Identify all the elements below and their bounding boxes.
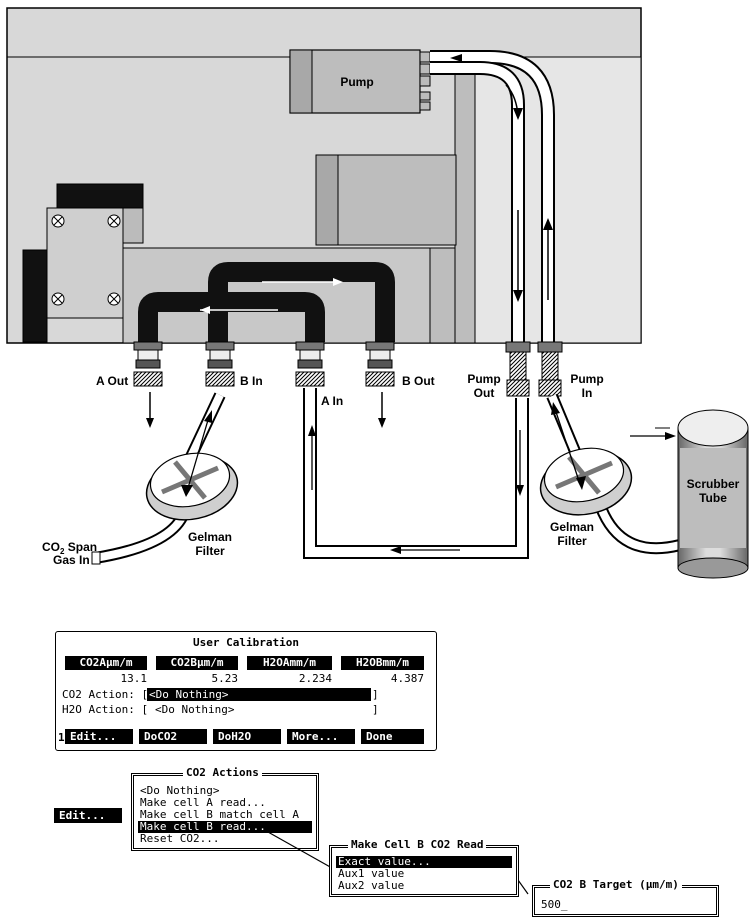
- electronics-block: [315, 154, 457, 246]
- co2-span-label-2: Gas In: [53, 553, 90, 567]
- target-input[interactable]: 500_: [541, 898, 568, 911]
- a-in-label: A In: [321, 394, 343, 408]
- gelman-right-label-2: Filter: [557, 534, 587, 548]
- doh2o-key[interactable]: DoH2O: [213, 729, 281, 744]
- internal-tubes: [138, 262, 395, 342]
- co2-action-select[interactable]: <Do Nothing>: [147, 688, 371, 701]
- pump-out-label: Pump: [467, 372, 500, 386]
- make-cell-b-title: Make Cell B CO2 Read: [348, 839, 487, 851]
- co2-actions-menu: <Do Nothing> Make cell A read... Make ce…: [131, 773, 319, 851]
- pump-in-label-2: In: [582, 386, 593, 400]
- co2-b-target-title: CO2 B Target (µm/m): [550, 879, 682, 891]
- co2-span-label: CO2 Span: [42, 540, 97, 556]
- user-calibration-screen: User Calibration CO2Aµm/m CO2Bµm/m H2OAm…: [55, 631, 437, 751]
- h2o-action-select[interactable]: <Do Nothing>: [155, 703, 235, 716]
- pump-out-label-2: Out: [474, 386, 495, 400]
- co2a-value: 13.1: [120, 672, 148, 685]
- menu-item[interactable]: Make cell B match cell A: [140, 808, 299, 821]
- menu-item[interactable]: Aux1 value: [338, 867, 405, 880]
- menu-item[interactable]: Reset CO2...: [140, 832, 220, 845]
- h2o-action-label: H2O Action: [: [62, 703, 155, 716]
- edit-key-standalone[interactable]: Edit...: [54, 808, 122, 823]
- column-header-h2oa: H2OAmm/m: [247, 656, 332, 670]
- pump-in-label: Pump: [570, 372, 603, 386]
- menu-item[interactable]: Aux2 value: [338, 879, 405, 892]
- b-in-label: B In: [240, 374, 263, 388]
- external-loop: [303, 388, 529, 559]
- scrubber-label-2: Tube: [699, 491, 727, 505]
- make-cell-b-menu: Exact value... Aux1 value Aux2 value: [329, 845, 519, 897]
- co2-action-label: CO2 Action: [: [62, 688, 149, 701]
- page-number: 1: [58, 731, 65, 744]
- a-out-label: A Out: [96, 374, 128, 388]
- b-out-label: B Out: [402, 374, 435, 388]
- h2o-action-bracket: ]: [372, 703, 379, 716]
- h2oa-value: 2.234: [298, 672, 332, 685]
- scrubber-tube: [630, 409, 749, 579]
- gelman-left-label: Gelman: [188, 530, 232, 544]
- done-key[interactable]: Done: [361, 729, 424, 744]
- menu-item-selected[interactable]: Exact value...: [336, 856, 512, 868]
- right-gelman-filter: [539, 393, 682, 555]
- co2-actions-title: CO2 Actions: [183, 767, 262, 779]
- co2-action-bracket: ]: [372, 688, 379, 701]
- pump-tubes: [430, 50, 555, 348]
- menu-item-selected[interactable]: Make cell B read...: [138, 821, 312, 833]
- outflow-arrows: [146, 392, 386, 428]
- column-header-co2b: CO2Bµm/m: [156, 656, 238, 670]
- h2ob-value: 4.387: [390, 672, 424, 685]
- doco2-key[interactable]: DoCO2: [139, 729, 207, 744]
- screen-title: User Calibration: [193, 636, 299, 649]
- scrubber-label: Scrubber: [687, 477, 740, 491]
- column-header-co2a: CO2Aµm/m: [65, 656, 147, 670]
- menu-item[interactable]: <Do Nothing>: [140, 784, 220, 797]
- screw-icon: [51, 214, 121, 306]
- menu-item[interactable]: Make cell A read...: [140, 796, 266, 809]
- fittings: [133, 341, 563, 397]
- more-key[interactable]: More...: [287, 729, 355, 744]
- gelman-left-label-2: Filter: [195, 544, 225, 558]
- column-header-h2ob: H2OBmm/m: [341, 656, 424, 670]
- plumbing-diagram: Pump A Out B In A In B Out Pump Out Pump…: [6, 7, 749, 579]
- gelman-right-label: Gelman: [550, 520, 594, 534]
- co2b-value: 5.23: [211, 672, 239, 685]
- pump-label: Pump: [340, 75, 373, 89]
- left-gelman-filter: [91, 392, 239, 565]
- edit-key[interactable]: Edit...: [65, 729, 133, 744]
